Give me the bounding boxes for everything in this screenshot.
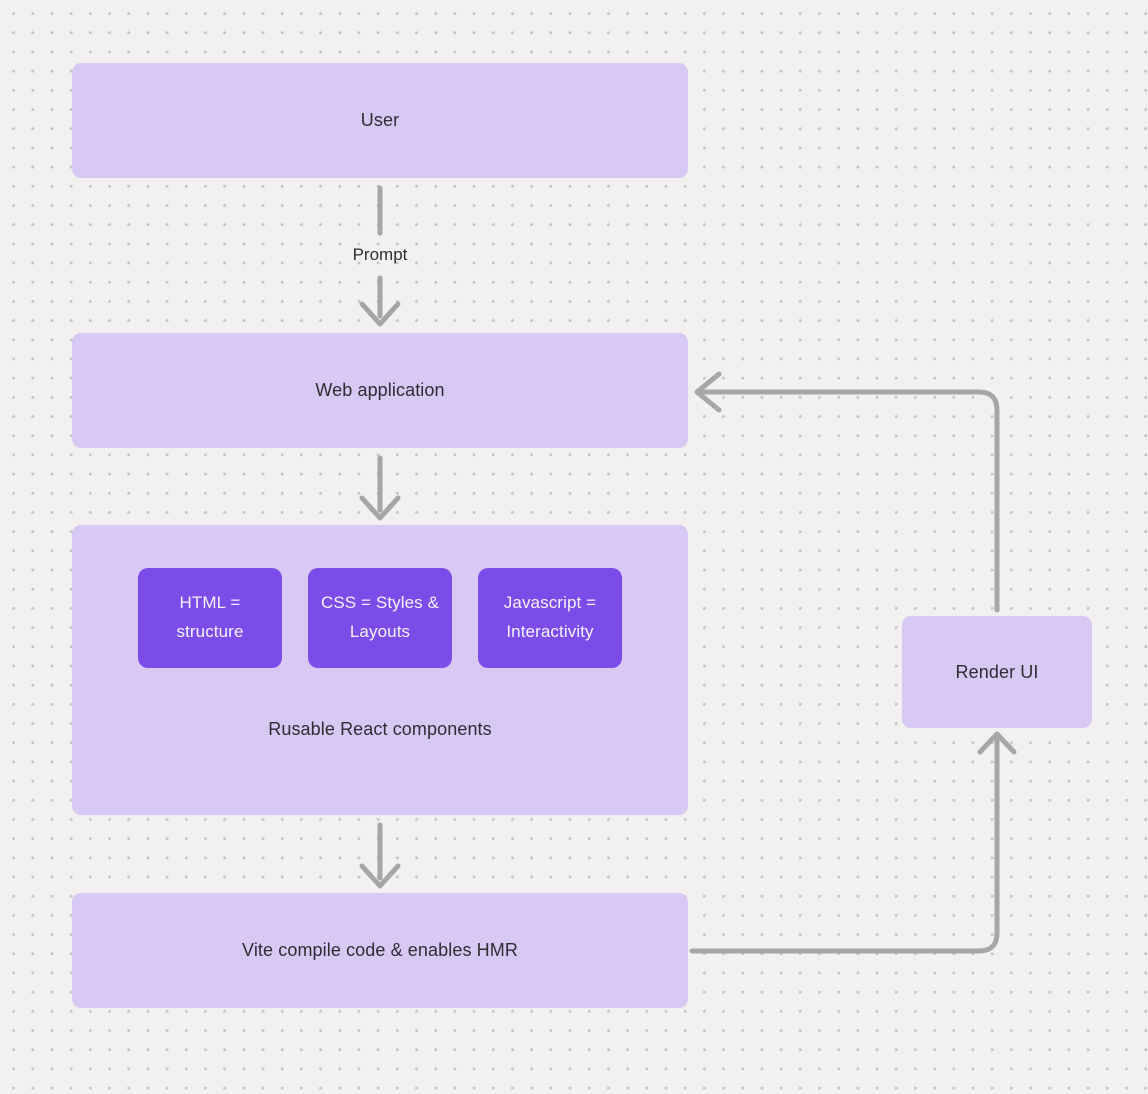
- arrowhead-up-icon: [977, 731, 1017, 755]
- node-render-ui[interactable]: Render UI: [902, 616, 1092, 728]
- chip-css-label: CSS = Styles & Layouts: [320, 593, 440, 641]
- arrowhead-left-icon: [694, 371, 722, 413]
- edge-label-prompt: Prompt: [352, 245, 408, 264]
- chip-javascript-label: Javascript = Interactivity: [503, 593, 597, 641]
- chip-html[interactable]: HTML = structure: [138, 568, 282, 668]
- node-user-label: User: [360, 110, 400, 130]
- node-render-ui-label: Render UI: [955, 661, 1039, 682]
- arrowhead-down-icon: [359, 301, 401, 327]
- arrowhead-down-icon: [359, 495, 401, 521]
- chip-css[interactable]: CSS = Styles & Layouts: [308, 568, 452, 668]
- node-vite[interactable]: Vite compile code & enables HMR: [72, 893, 688, 1008]
- arrow-webapp-to-components: [359, 455, 401, 521]
- node-components-group[interactable]: HTML = structure CSS = Styles & Layouts …: [72, 525, 688, 815]
- arrow-components-to-vite: [359, 822, 401, 889]
- node-web-application-label: Web application: [315, 380, 445, 400]
- arrow-vite-to-renderui: [689, 731, 1017, 954]
- chip-javascript[interactable]: Javascript = Interactivity: [478, 568, 622, 668]
- arrowhead-down-icon: [359, 863, 401, 889]
- node-web-application[interactable]: Web application: [72, 333, 688, 448]
- node-user[interactable]: User: [72, 63, 688, 178]
- chip-html-label: HTML = structure: [176, 593, 244, 641]
- arrow-renderui-to-webapp: [694, 371, 1000, 613]
- components-group-caption: Rusable React components: [268, 719, 492, 739]
- node-vite-label: Vite compile code & enables HMR: [242, 940, 518, 960]
